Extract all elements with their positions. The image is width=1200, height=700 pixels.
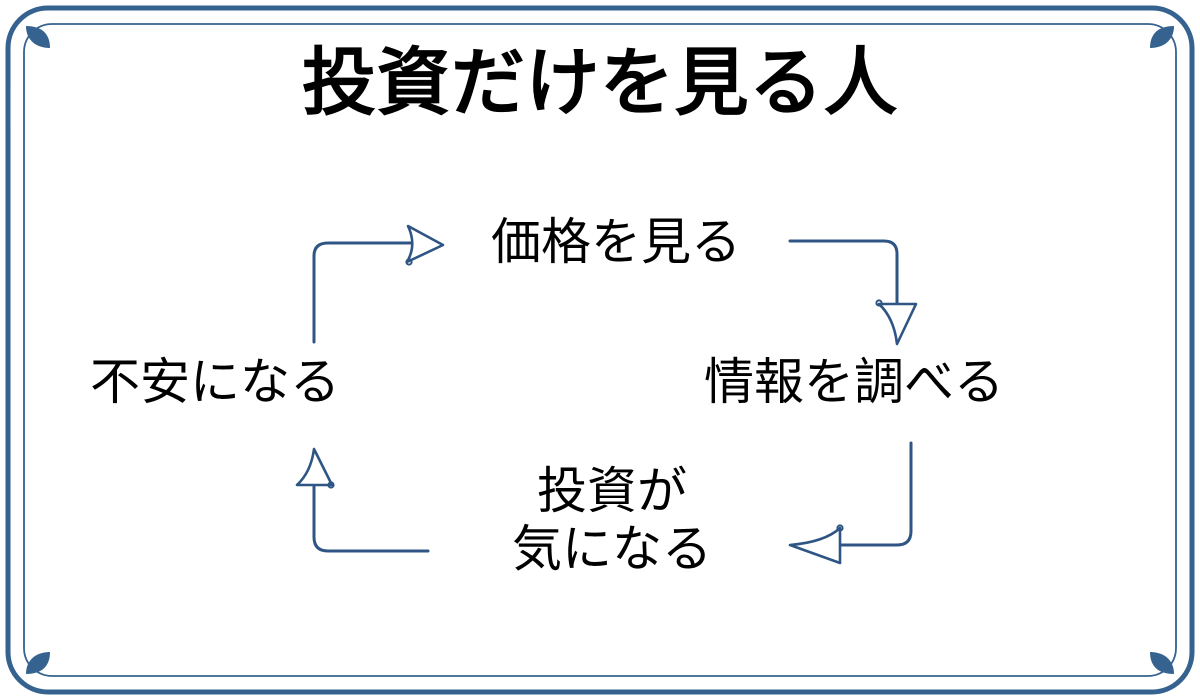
cycle-node-worry-investment-line2: 気になる [512,521,712,577]
cycle-node-price-check: 価格を見る [491,214,741,270]
cycle-node-worry-investment: 投資が 気になる [412,462,812,578]
cycle-node-worry-investment-line1: 投資が [537,463,687,519]
arrow-right-to-bottom [788,441,913,565]
arrow-left-to-top [312,224,445,344]
cycle-node-becoming-anxious: 不安になる [90,354,340,410]
cycle-node-research-info: 情報を調べる [704,354,1004,410]
arrow-top-to-right [788,239,918,346]
page-title: 投資だけを見る人 [302,41,898,124]
arrow-bottom-to-left [295,447,430,553]
